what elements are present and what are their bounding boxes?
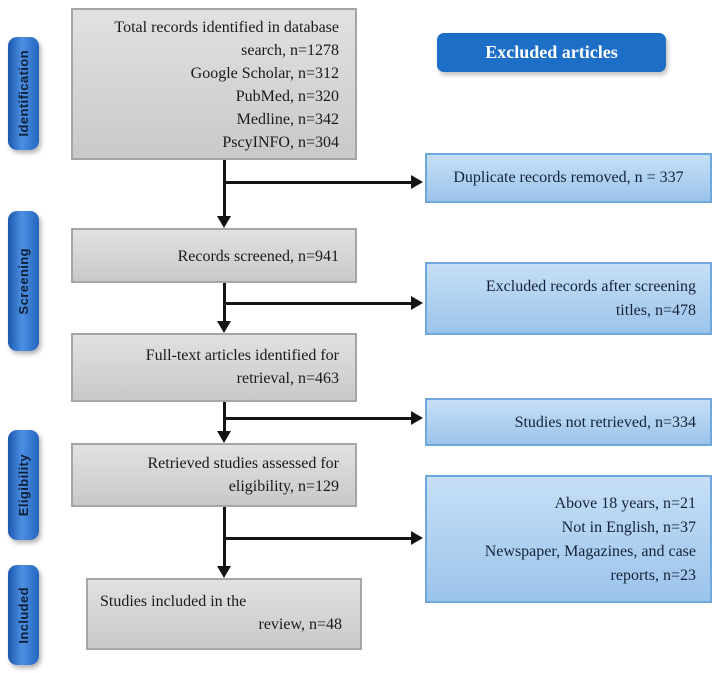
box-line: Full-text articles identified for xyxy=(145,347,339,364)
box-line: search, n=1278 xyxy=(241,42,339,59)
stage-label: Included xyxy=(16,586,31,644)
excluded-articles-title: Excluded articles xyxy=(485,42,618,62)
arrowhead-down-icon xyxy=(217,216,231,228)
arrowhead-right-icon xyxy=(411,296,423,310)
box-line: PscyINFO, n=304 xyxy=(222,134,339,151)
connector-line xyxy=(223,507,226,568)
box-line: Medline, n=342 xyxy=(236,111,339,128)
box-line: Excluded records after screening xyxy=(485,278,696,295)
arrowhead-right-icon xyxy=(411,411,423,425)
connector-line xyxy=(225,537,411,540)
box-line: titles, n=478 xyxy=(615,302,696,319)
box-retrieved-assessed: Retrieved studies assessed for eligibili… xyxy=(71,443,357,507)
box-excluded-after-screening: Excluded records after screening titles,… xyxy=(425,262,712,335)
box-studies-included: Studies included in the review, n=48 xyxy=(86,578,362,650)
box-line: Studies included in the xyxy=(100,593,247,610)
stage-pill-eligibility: Eligibility xyxy=(8,430,39,540)
stage-pill-identification: Identification xyxy=(8,37,39,150)
box-total-records-identified: Total records identified in database sea… xyxy=(71,8,357,160)
stage-pill-included: Included xyxy=(8,565,39,665)
arrowhead-down-icon xyxy=(217,566,231,578)
connector-line xyxy=(225,302,411,305)
box-line: Studies not retrieved, n=334 xyxy=(514,414,696,431)
box-duplicates-removed: Duplicate records removed, n = 337 xyxy=(425,153,712,203)
arrowhead-right-icon xyxy=(411,175,423,189)
connector-line xyxy=(223,402,226,433)
box-fulltext-identified: Full-text articles identified for retrie… xyxy=(71,333,357,402)
arrowhead-right-icon xyxy=(411,531,423,545)
box-line: Google Scholar, n=312 xyxy=(190,65,339,82)
stage-label: Identification xyxy=(16,50,31,137)
connector-line xyxy=(223,160,226,218)
box-studies-not-retrieved: Studies not retrieved, n=334 xyxy=(425,398,712,446)
box-line: Not in English, n=37 xyxy=(561,519,696,536)
stage-label: Eligibility xyxy=(16,453,31,517)
stage-label: Screening xyxy=(16,247,31,315)
box-line: Newspaper, Magazines, and case xyxy=(484,543,696,560)
box-line: Total records identified in database xyxy=(114,19,339,36)
box-line: reports, n=23 xyxy=(610,567,696,584)
box-line: PubMed, n=320 xyxy=(235,88,339,105)
box-line: retrieval, n=463 xyxy=(236,370,339,387)
connector-line xyxy=(225,181,411,184)
arrowhead-down-icon xyxy=(217,321,231,333)
box-line: eligibility, n=129 xyxy=(228,478,339,495)
box-line: Retrieved studies assessed for xyxy=(147,455,339,472)
box-eligibility-exclusions: Above 18 years, n=21 Not in English, n=3… xyxy=(425,475,712,603)
stage-pill-screening: Screening xyxy=(8,211,39,351)
connector-line xyxy=(225,417,411,420)
box-line: Records screened, n=941 xyxy=(177,248,339,265)
box-line: Duplicate records removed, n = 337 xyxy=(453,169,684,186)
box-line: Above 18 years, n=21 xyxy=(554,495,696,512)
box-records-screened: Records screened, n=941 xyxy=(71,228,357,283)
connector-line xyxy=(223,283,226,323)
box-line: review, n=48 xyxy=(258,616,342,633)
excluded-articles-header: Excluded articles xyxy=(437,33,666,72)
arrowhead-down-icon xyxy=(217,431,231,443)
